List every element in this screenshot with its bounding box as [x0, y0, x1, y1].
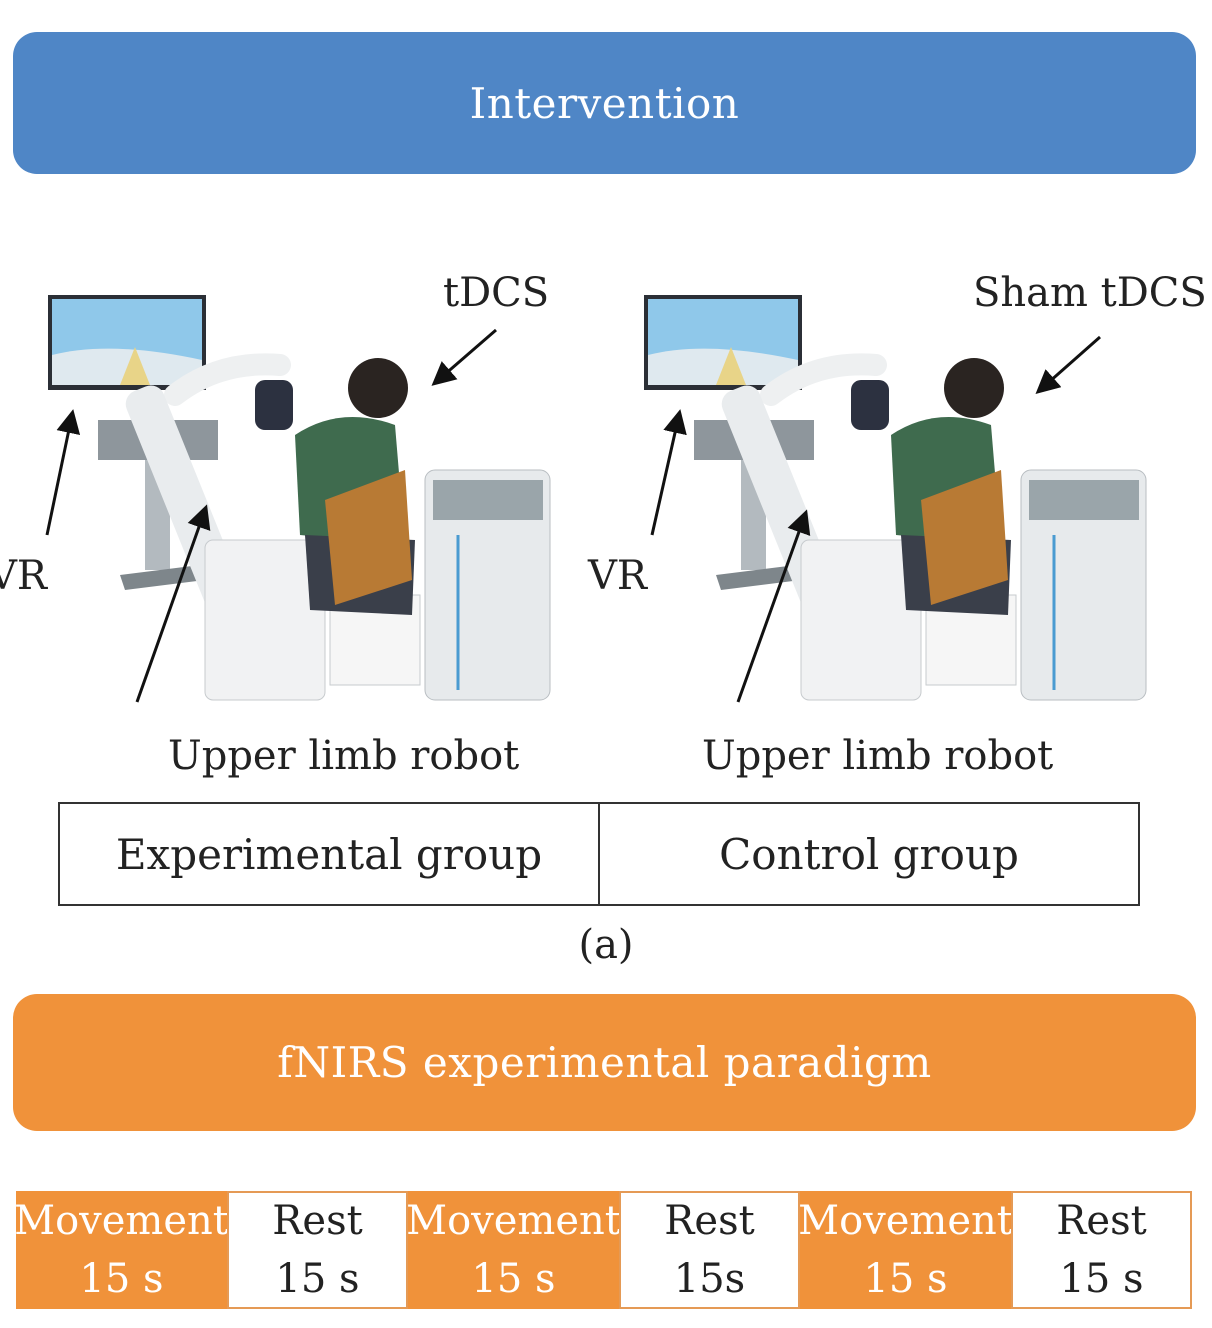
experimental-group-cell: Experimental group — [115, 829, 543, 879]
figure-caption: (a) — [578, 922, 634, 968]
block-name: Movement — [406, 1198, 621, 1244]
block-name: Movement — [798, 1198, 1013, 1244]
intervention-banner: Intervention — [13, 32, 1196, 174]
block-duration: 15 s — [471, 1256, 556, 1302]
fnirs-banner: fNIRS experimental paradigm — [13, 994, 1196, 1131]
timeline-block-4: Rest 15s — [619, 1191, 800, 1309]
robot-label-left: Upper limb robot — [168, 733, 520, 779]
block-duration: 15 s — [79, 1256, 164, 1302]
fnirs-title: fNIRS experimental paradigm — [277, 1038, 932, 1087]
vr-label-left: VR — [0, 553, 48, 599]
intervention-title: Intervention — [469, 78, 740, 128]
control-setup-photo — [644, 295, 1147, 701]
timeline-block-1: Movement 15 s — [14, 1191, 229, 1309]
experimental-setup-photo — [48, 295, 551, 701]
block-duration: 15 s — [863, 1256, 948, 1302]
block-name: Rest — [272, 1198, 363, 1244]
block-duration: 15s — [673, 1256, 746, 1302]
block-duration: 15 s — [1059, 1256, 1144, 1302]
robot-label-right: Upper limb robot — [702, 733, 1054, 779]
control-group-cell: Control group — [598, 804, 1138, 904]
block-name: Rest — [1056, 1198, 1147, 1244]
paradigm-timeline: Movement 15 s Rest 15 s Movement 15 s Re… — [14, 1191, 1193, 1309]
timeline-block-3: Movement 15 s — [406, 1191, 621, 1309]
tdcs-label: tDCS — [443, 270, 550, 316]
sham-tdcs-label: Sham tDCS — [973, 270, 1207, 316]
block-name: Rest — [664, 1198, 755, 1244]
timeline-block-2: Rest 15 s — [227, 1191, 408, 1309]
block-name: Movement — [14, 1198, 229, 1244]
timeline-block-5: Movement 15 s — [798, 1191, 1013, 1309]
vr-label-right: VR — [588, 553, 648, 599]
group-table: Experimental group Control group — [58, 802, 1140, 906]
timeline-block-6: Rest 15 s — [1011, 1191, 1192, 1309]
block-duration: 15 s — [275, 1256, 360, 1302]
